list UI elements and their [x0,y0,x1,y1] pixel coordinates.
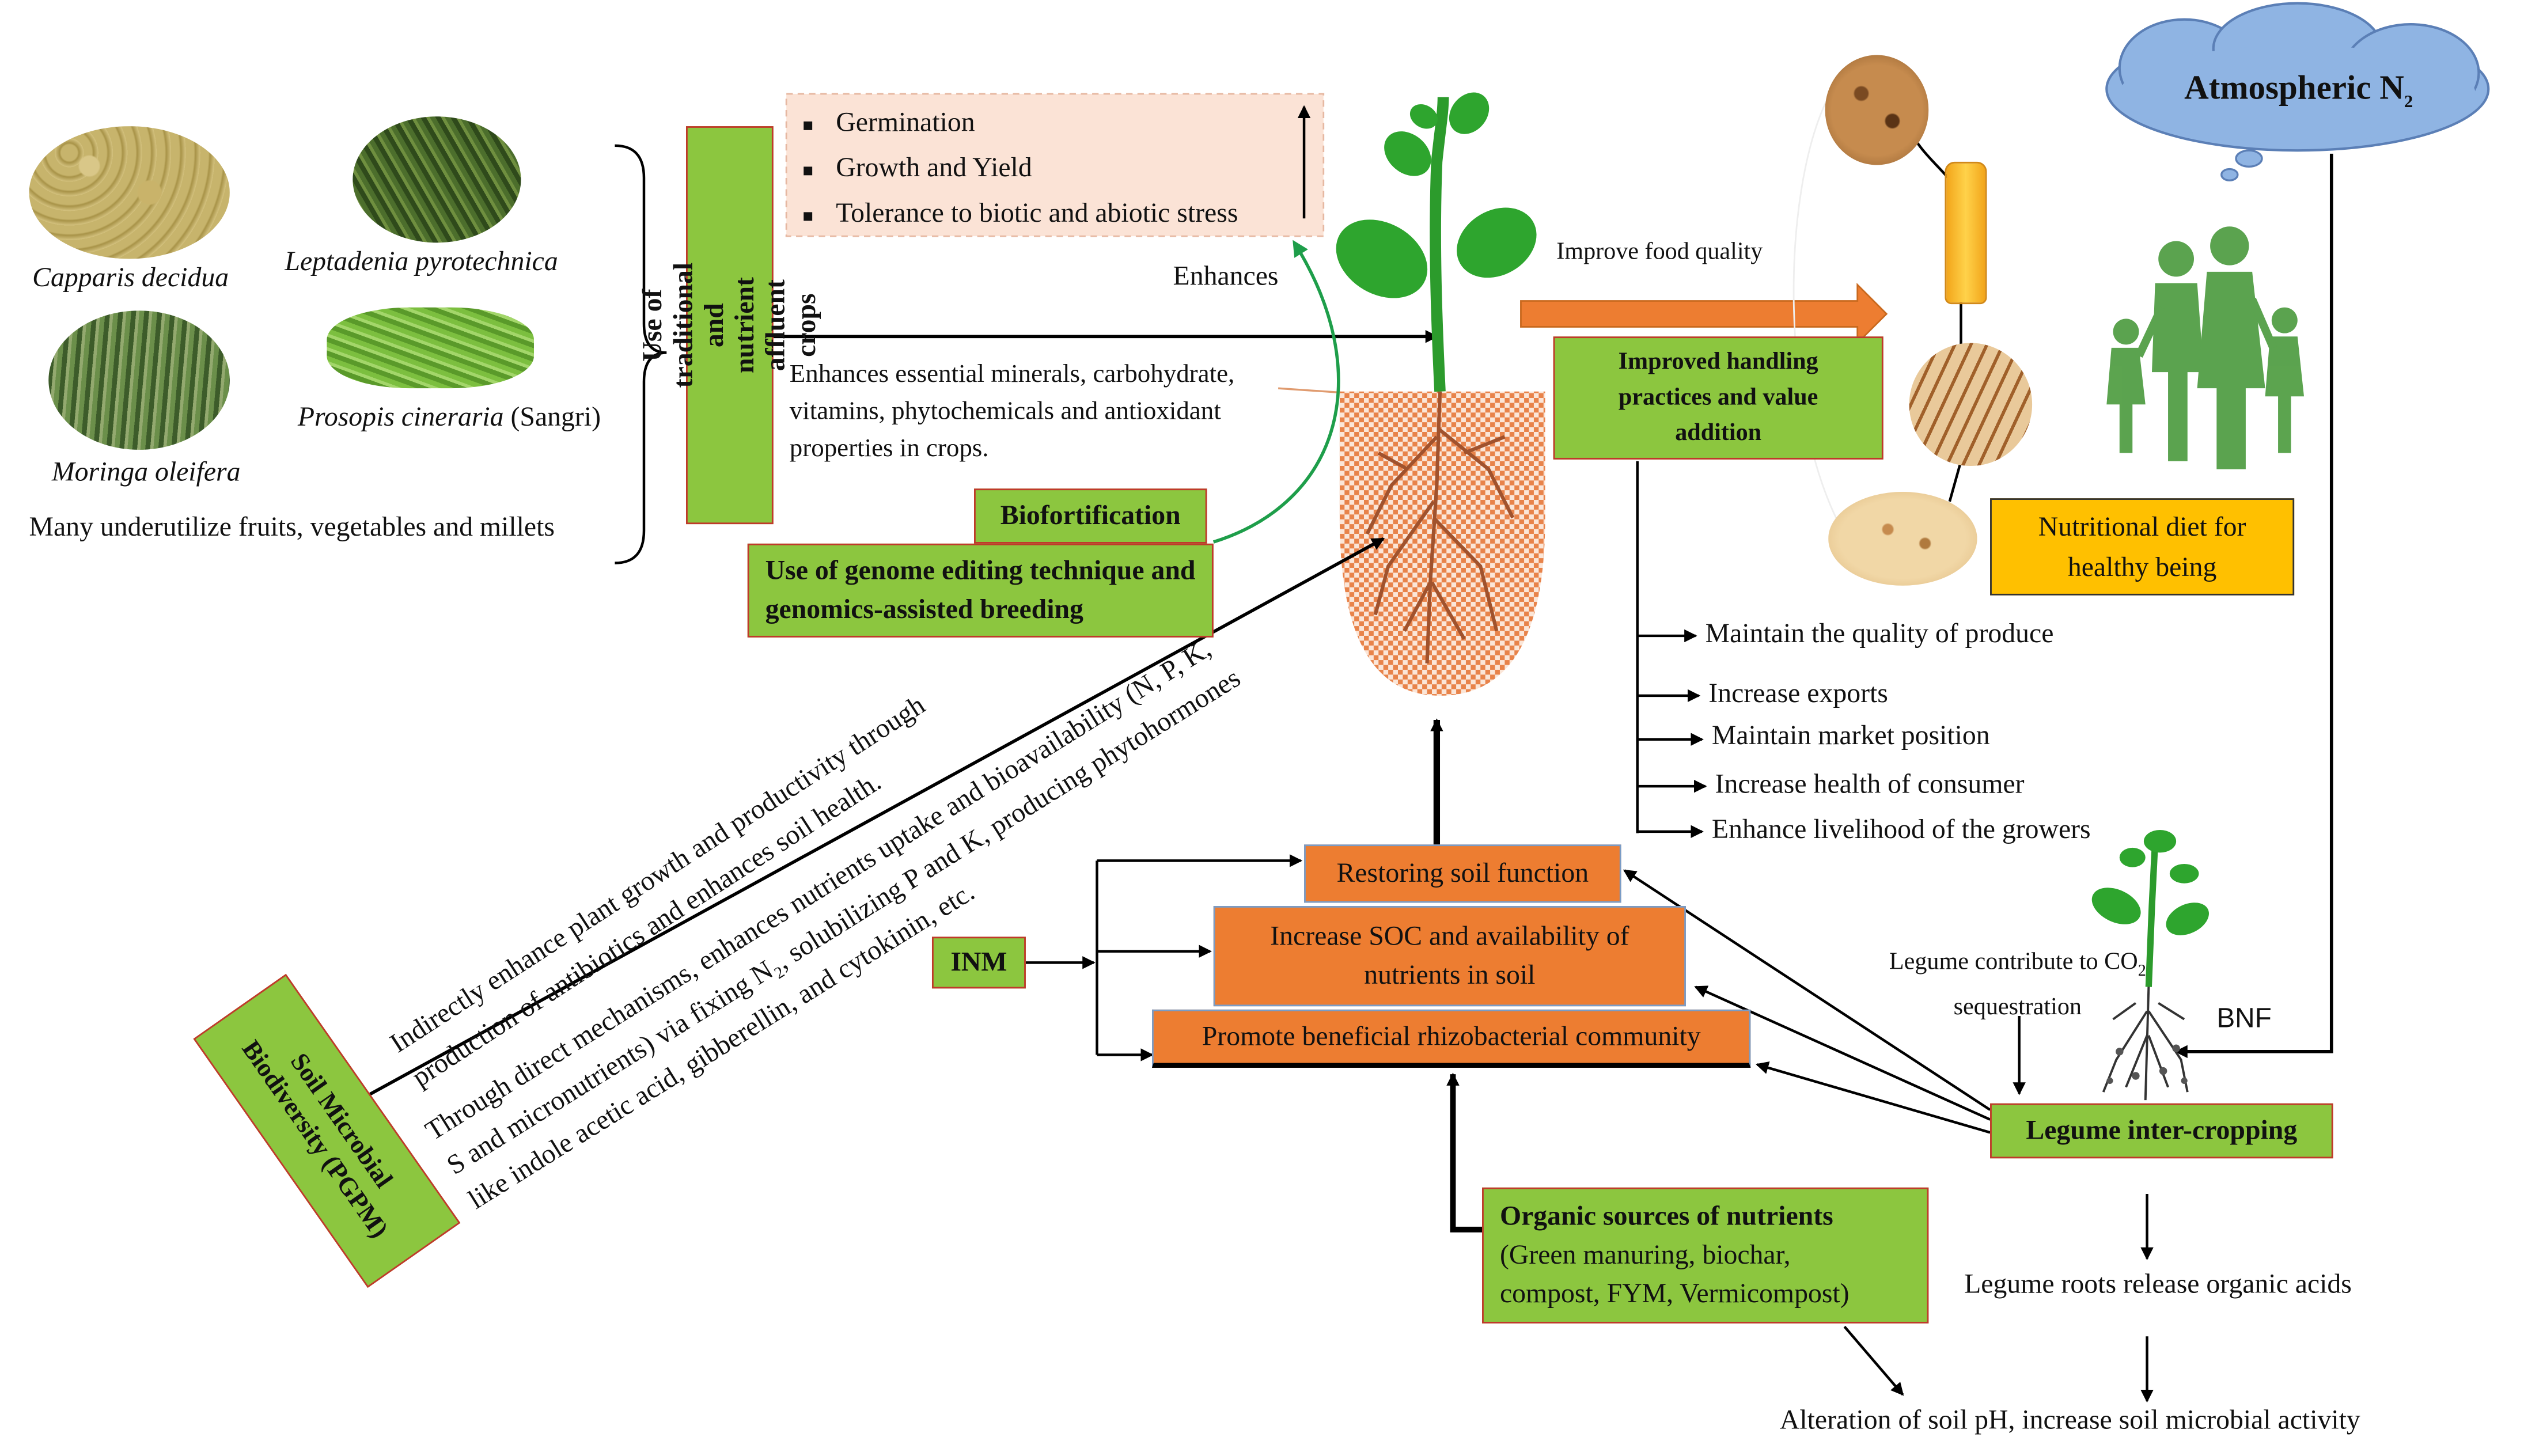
bread-photo [1909,343,2033,466]
benefits-box [785,93,1325,237]
genome-editing-box: Use of genome editing technique and geno… [747,543,1214,638]
outcome-exports: Increase exports [1708,677,1888,709]
capparis-photo [29,126,230,259]
biofortification-box: Biofortification [974,488,1207,544]
alteration-label: Alteration of soil pH, increase soil mic… [1779,1404,2360,1435]
moringa-photo [48,310,230,450]
increase-soc-box: Increase SOC and availability of nutrien… [1213,906,1686,1007]
nutritional-diet-box: Nutritional diet for healthy being [1990,498,2295,596]
benefit-item: ■Germination [802,107,975,138]
improve-food-arrow [1520,282,1888,345]
cloud-shape [2105,2,2490,181]
benefit-item: ■Tolerance to biotic and abiotic stress [802,197,1238,229]
legume-plant [2091,830,2209,1101]
outcome-market: Maintain market position [1711,720,1990,751]
atmospheric-n2-label: Atmospheric N2 [2184,67,2413,112]
underutilized-label: Many underutilize fruits, vegetables and… [29,511,555,543]
leptadenia-label: Leptadenia pyrotechnica [285,245,558,277]
benefits-list: ■Germination ■Growth and Yield ■Toleranc… [802,102,1238,238]
outcome-quality: Maintain the quality of produce [1705,618,2054,649]
enhances-minerals-text: Enhances essential minerals, carbohydrat… [789,361,1235,463]
prosopis-photo [327,307,534,389]
inm-box: INM [931,936,1026,989]
traditional-crops-box: Use of traditional and nutrient affluent… [638,126,822,525]
leptadenia-photo [353,116,521,243]
benefit-item: ■Growth and Yield [802,152,1032,183]
species-brace [615,144,667,564]
prosopis-label: Prosopis cineraria (Sangri) [297,401,601,433]
outcome-health: Increase health of consumer [1715,768,2025,799]
improved-handling-box: Improved handling practices and value ad… [1553,336,1883,460]
promote-rhizobacterial-box: Promote beneficial rhizobacterial commun… [1152,1009,1751,1068]
capparis-label: Capparis decidua [32,262,229,293]
moringa-label: Moringa oleifera [51,456,241,487]
plant-shoot [1336,92,1537,392]
roti-photo [1828,491,1977,586]
legume-intercropping-box: Legume inter-cropping [1990,1103,2333,1159]
bnf-label: BNF [2216,1003,2272,1034]
outcome-livelihood: Enhance livelihood of the growers [1711,813,2091,845]
organic-sources-box: Organic sources of nutrients (Green manu… [1482,1187,1929,1324]
plant-roots [1365,391,1515,663]
restoring-soil-box: Restoring soil function [1304,844,1621,903]
legume-roots-label: Legume roots release organic acids [1964,1268,2352,1299]
cookies-photo [1825,55,1929,165]
improve-food-quality-label: Improve food quality [1556,239,1763,266]
juice-bottle [1945,161,1987,305]
enhances-label: Enhances [1173,260,1279,291]
soil-pot [1339,391,1545,696]
family-silhouette [2106,226,2305,469]
